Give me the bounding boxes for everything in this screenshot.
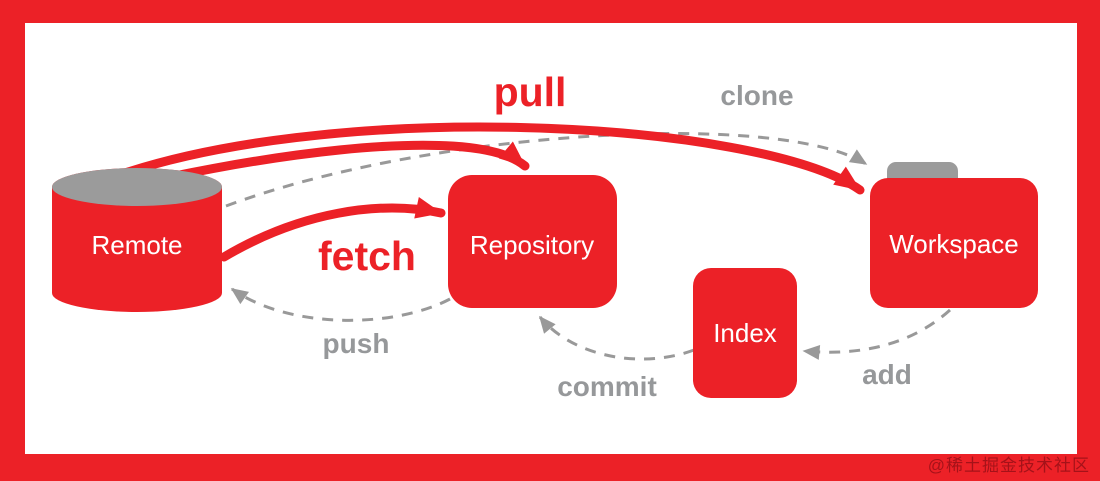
commit-arrow bbox=[538, 315, 695, 361]
add-arrow bbox=[802, 308, 952, 360]
remote-label: Remote bbox=[91, 230, 182, 260]
commit-label: commit bbox=[557, 371, 657, 402]
index-label: Index bbox=[713, 318, 777, 348]
clone-label: clone bbox=[720, 80, 793, 111]
repository-node bbox=[448, 175, 617, 308]
add-label: add bbox=[862, 359, 912, 390]
repository-label: Repository bbox=[470, 230, 594, 260]
workspace-node bbox=[870, 178, 1038, 308]
pull-arrow bbox=[92, 122, 865, 195]
remote-cylinder-body bbox=[52, 168, 222, 312]
push-arrow bbox=[230, 287, 451, 322]
remote-cylinder-top bbox=[52, 168, 222, 206]
pull-label: pull bbox=[494, 69, 567, 115]
fetch-arrow bbox=[219, 197, 446, 262]
fetch-label: fetch bbox=[318, 233, 416, 279]
index-node bbox=[693, 268, 797, 398]
workspace-label: Workspace bbox=[889, 229, 1019, 259]
push-label: push bbox=[323, 328, 390, 359]
